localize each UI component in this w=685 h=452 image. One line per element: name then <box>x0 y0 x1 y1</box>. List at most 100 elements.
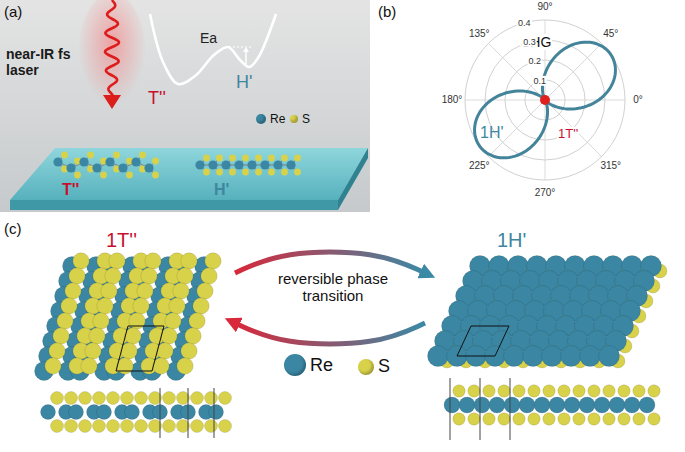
angle-tick: 270° <box>535 187 556 199</box>
sulfur-atom <box>203 155 210 162</box>
laser-label: near-IR fs laser <box>6 46 98 78</box>
sulfur-atom <box>109 253 125 269</box>
sulfur-atom <box>89 328 105 344</box>
radial-tick: 0.2 <box>527 56 542 66</box>
rhenium-atom <box>580 346 601 367</box>
rhenium-atom <box>131 157 140 166</box>
sulfur-atom <box>294 155 301 162</box>
sulfur-atom <box>100 172 107 179</box>
substrate-side <box>338 148 368 210</box>
sulfur-atom <box>121 392 134 405</box>
sulfur-atom <box>107 392 120 405</box>
sulfur-atom <box>255 169 262 176</box>
rhenium-atom <box>474 397 490 413</box>
sulfur-atom <box>468 385 480 397</box>
angle-tick: 45° <box>603 28 618 40</box>
sulfur-atom <box>145 253 161 269</box>
sulfur-atom <box>137 283 153 299</box>
sulfur-atom <box>177 268 193 284</box>
sulfur-atom <box>141 268 157 284</box>
sulfur-atom <box>65 392 78 405</box>
sulfur-atom <box>281 155 288 162</box>
rhenium-atom <box>599 346 620 367</box>
series-label: 1H' <box>480 124 504 142</box>
sulfur-atom <box>618 413 630 425</box>
rhenium-atom <box>144 163 153 172</box>
cell-boundary <box>480 378 481 440</box>
sulfur-atom <box>45 358 61 374</box>
sulfur-atom <box>453 413 465 425</box>
sulfur-atom <box>74 172 81 179</box>
rhenium-atom <box>66 163 75 172</box>
angle-tick: 135° <box>469 28 490 40</box>
sulfur-atom <box>65 283 81 299</box>
sulfur-atom <box>193 298 209 314</box>
rhenium-atom <box>489 397 505 413</box>
rhenium-atom <box>639 397 655 413</box>
sulfur-atom <box>268 169 275 176</box>
rhenium-atom <box>105 157 114 166</box>
legend-swatch <box>290 115 298 123</box>
transition-label: reversible phase transition <box>263 270 403 305</box>
sulfur-atom <box>219 392 232 405</box>
sulfur-atom <box>177 358 193 374</box>
rhenium-atom <box>564 397 580 413</box>
rhenium-atom <box>97 405 112 420</box>
rhenium-atom <box>79 157 88 166</box>
panel-letter: (a) <box>4 3 22 20</box>
sulfur-atom <box>133 298 149 314</box>
sulfur-atom <box>185 328 201 344</box>
sulfur-atom <box>121 420 134 433</box>
sulfur-atom <box>152 172 159 179</box>
shg-lobe <box>475 42 616 158</box>
sulfur-atom <box>216 155 223 162</box>
angle-tick: 0° <box>633 94 643 106</box>
sulfur-atom <box>498 413 510 425</box>
rhenium-atom <box>260 160 269 169</box>
rhenium-atom <box>234 160 243 169</box>
rhenium-atom <box>92 163 101 172</box>
legend-item: S <box>290 112 310 126</box>
rhenium-atom <box>624 397 640 413</box>
laser-arrowhead <box>103 95 121 109</box>
sulfur-atom <box>51 392 64 405</box>
sulfur-atom <box>181 343 197 359</box>
radial-tick: 0.3 <box>522 37 537 47</box>
sulfur-atom <box>543 385 555 397</box>
panel-background <box>0 0 370 212</box>
rhenium-atom <box>125 405 140 420</box>
sulfur-atom <box>61 298 77 314</box>
sulfur-atom <box>543 413 555 425</box>
rhenium-atom <box>594 397 610 413</box>
panel-letter: (c) <box>4 220 22 237</box>
phase-label: H' <box>214 181 229 199</box>
sulfur-atom <box>588 413 600 425</box>
sulfur-atom <box>61 152 68 159</box>
sulfur-atom <box>129 313 145 329</box>
sulfur-atom <box>229 155 236 162</box>
rhenium-atom <box>69 405 84 420</box>
cell-boundary <box>188 388 189 438</box>
sulfur-atom <box>57 313 73 329</box>
sulfur-atom <box>165 313 181 329</box>
sulfur-atom <box>603 385 615 397</box>
panel-letter: (b) <box>378 3 396 20</box>
phase-label: T'' <box>62 181 79 199</box>
legend-item: S <box>358 356 390 377</box>
sulfur-atom <box>603 413 615 425</box>
legend-swatch <box>256 114 266 124</box>
rhenium-atom <box>579 397 595 413</box>
legend-text: S <box>302 112 310 126</box>
cell-boundary <box>160 388 161 438</box>
unit-cell <box>116 326 164 371</box>
sulfur-atom <box>101 283 117 299</box>
rhenium-atom <box>247 160 256 169</box>
sulfur-atom <box>268 155 275 162</box>
sulfur-atom <box>65 420 78 433</box>
rhenium-atom <box>519 397 535 413</box>
rhenium-atom <box>549 397 565 413</box>
activation-arrowhead <box>243 47 249 52</box>
lattices <box>35 253 668 440</box>
cell-boundary <box>510 378 511 440</box>
